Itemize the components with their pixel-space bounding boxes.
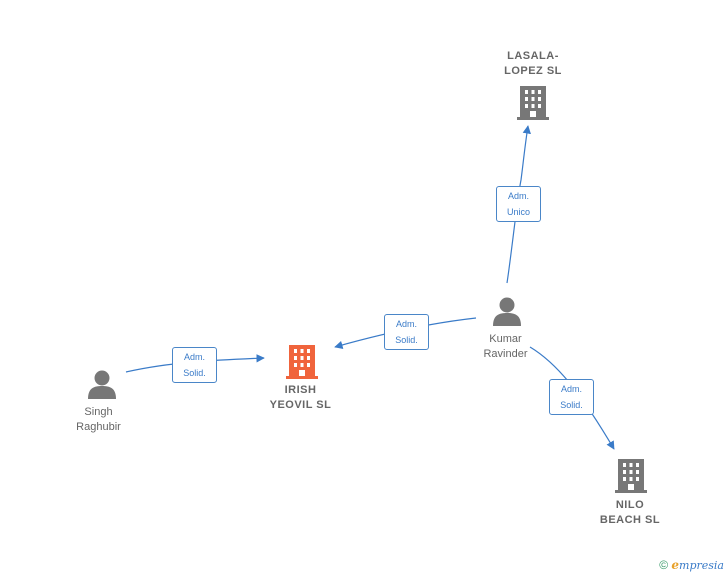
person-label-singh[interactable]: Singh Raghubir (76, 406, 121, 433)
building-icon[interactable] (517, 86, 549, 120)
company-label-lasala[interactable]: LASALA- LOPEZ SL (504, 50, 562, 77)
brand-name: mpresia (679, 559, 724, 572)
brand-footer: © empresia (659, 558, 724, 572)
edge-kumar-lasala (506, 125, 531, 284)
brand-initial: e (671, 558, 680, 572)
person-icon[interactable] (86, 369, 118, 399)
company-label-irish[interactable]: IRISH YEOVIL SL (269, 384, 332, 411)
edge-label-kumar-irish: Adm. Solid. (384, 314, 429, 350)
edge-label-kumar-nilo: Adm. Solid. (549, 379, 594, 415)
edge-label-kumar-lasala: Adm. Unico (496, 186, 541, 222)
copyright-symbol: © (659, 558, 669, 572)
person-icon[interactable] (491, 296, 523, 326)
person-label-kumar[interactable]: Kumar Ravinder (483, 333, 528, 360)
edge-label-singh-irish: Adm. Solid. (172, 347, 217, 383)
building-icon[interactable] (286, 345, 318, 379)
company-label-nilo[interactable]: NILO BEACH SL (599, 499, 661, 526)
building-icon[interactable] (615, 459, 647, 493)
